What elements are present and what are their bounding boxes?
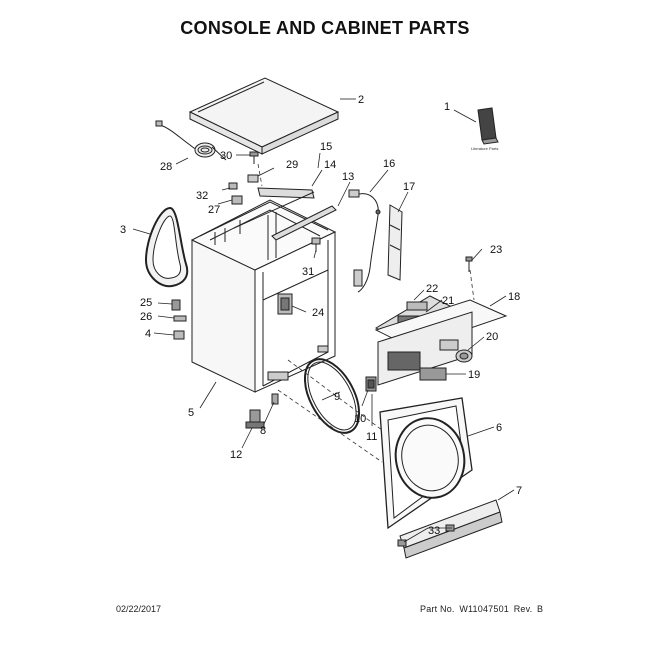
callout-27: 27 (208, 204, 220, 216)
knob-20-part (455, 349, 473, 363)
callout-3: 3 (120, 224, 126, 236)
leveling-leg-8-part (271, 393, 279, 405)
callout-4: 4 (145, 328, 151, 340)
clip-4-part (173, 330, 185, 340)
screw-23-part (465, 256, 473, 272)
page-title: CONSOLE AND CABINET PARTS (180, 18, 470, 38)
part-number-value: W11047501 (459, 604, 509, 614)
callout-17: 17 (403, 181, 415, 193)
top-panel-part (188, 77, 340, 155)
callout-26: 26 (140, 311, 152, 323)
callout-29: 29 (286, 159, 298, 171)
callout-labels: 2 1 28 30 29 32 27 15 14 13 16 17 3 23 3… (120, 94, 522, 543)
callout-1: 1 (444, 101, 450, 113)
callout-32: 32 (196, 190, 208, 202)
callout-5: 5 (188, 407, 194, 419)
callout-22: 22 (426, 283, 438, 295)
callout-18: 18 (508, 291, 520, 303)
clip-27-part (231, 195, 243, 205)
callout-16: 16 (383, 158, 395, 170)
part-number-label: Part No. (420, 604, 455, 614)
callout-6: 6 (496, 422, 502, 434)
screw-30-part (249, 151, 259, 164)
callout-19: 19 (468, 369, 480, 381)
callout-20: 20 (486, 331, 498, 343)
button-19-part (419, 367, 447, 381)
callout-25: 25 (140, 297, 152, 309)
footer-date: 02/22/2017 (116, 604, 162, 614)
callout-30: 30 (220, 150, 232, 162)
callout-10: 10 (354, 413, 366, 425)
strip-17-part (387, 204, 403, 281)
door-gasket-part (144, 206, 189, 288)
callout-31: 31 (302, 266, 314, 278)
front-panel-part (379, 397, 473, 530)
latch-10-part (365, 376, 377, 392)
leveling-foot-part (245, 409, 265, 429)
callout-28: 28 (160, 161, 172, 173)
toe-kick-part (399, 499, 503, 559)
wire-harness-part (348, 189, 381, 293)
callout-8: 8 (260, 425, 266, 437)
switch-25-part (171, 299, 181, 311)
callout-33: 33 (428, 525, 440, 537)
callout-23: 23 (490, 244, 502, 256)
callout-21: 21 (442, 295, 454, 307)
callout-9: 9 (334, 391, 340, 403)
callout-2: 2 (358, 94, 364, 106)
callout-14: 14 (324, 159, 336, 171)
seal-ring-9-part (303, 358, 361, 434)
rev-value: B (537, 604, 544, 614)
callout-15: 15 (320, 141, 332, 153)
callout-13: 13 (342, 171, 354, 183)
clip-29-part (247, 174, 259, 183)
callout-24: 24 (312, 307, 324, 319)
cabinet-part (190, 199, 337, 393)
callout-11: 11 (366, 431, 377, 443)
callout-7: 7 (516, 485, 522, 497)
rev-label: Rev. (513, 604, 533, 614)
clip-32-part (228, 182, 238, 190)
footer-part-info: Part No. W11047501 Rev. B (420, 604, 545, 614)
clip-26-part (173, 315, 187, 322)
bracket-24-part (277, 293, 293, 315)
callout-12: 12 (230, 449, 242, 461)
literature-label: Literature Parts (471, 146, 498, 151)
front-rail-part (233, 187, 337, 241)
literature-booklet-part: Literature Parts (471, 107, 499, 151)
power-cord-part (155, 120, 227, 161)
